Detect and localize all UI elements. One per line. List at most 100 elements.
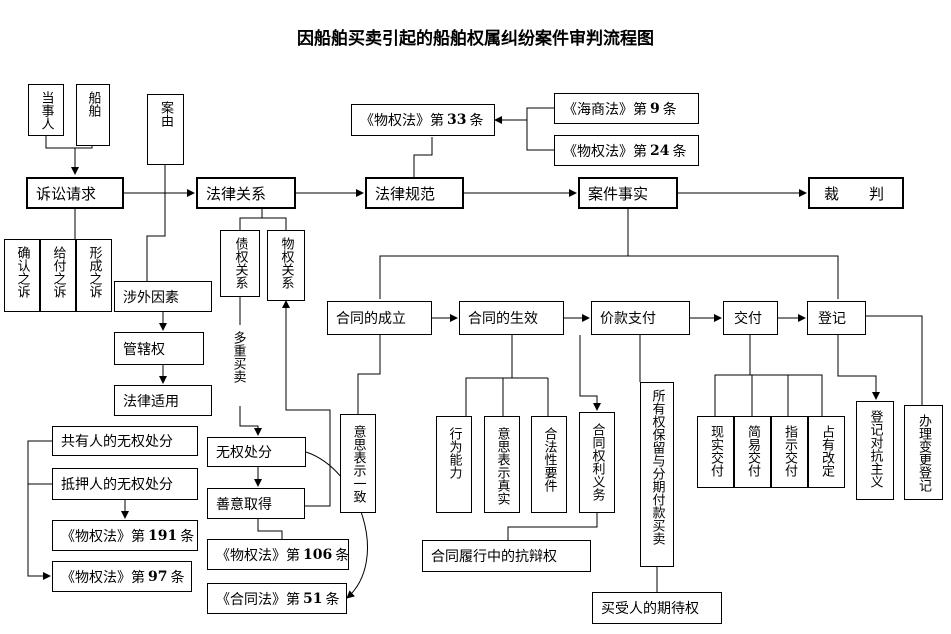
party-label: 当事人 [38, 91, 54, 130]
formation-box: 合同的成立 [327, 301, 432, 335]
contract51-suffix: 条 [325, 591, 340, 608]
defense-right-label: 合同履行中的抗辩权 [431, 549, 557, 565]
law-application-box: 法律适用 [114, 385, 212, 416]
formation-suit-label: 形成之诉 [86, 246, 102, 298]
registration-against-box: 登记对抗主义 [856, 401, 894, 500]
art191-prefix: 《物权法》第 [61, 528, 145, 545]
unauthorized-disposal-label: 无权处分 [216, 445, 272, 461]
co-owner-disposal-box: 共有人的无权处分 [52, 426, 198, 456]
foreign-factor-box: 涉外因素 [114, 281, 212, 312]
co-owner-disposal-label: 共有人的无权处分 [61, 434, 173, 450]
art97-suffix: 条 [170, 569, 185, 586]
property24-prefix: 《物权法》第 [563, 143, 647, 160]
consensus-label: 意思表示一致 [350, 425, 366, 503]
capacity-label: 行为能力 [446, 427, 462, 479]
art191-suffix: 条 [180, 528, 195, 545]
delivery-box: 交付 [723, 301, 778, 335]
payment-suit-label: 给付之诉 [50, 246, 66, 298]
confirm-suit-box: 确认之诉 [4, 239, 40, 312]
rights-obligations-box: 合同权利义务 [579, 412, 615, 513]
ship-box: 船舶 [76, 84, 110, 146]
effect-label: 合同的生效 [468, 311, 538, 327]
property33-suffix: 条 [469, 113, 484, 129]
case-facts-box: 案件事实 [578, 177, 678, 209]
formation-suit-box: 形成之诉 [76, 239, 112, 312]
case-facts-label: 案件事实 [588, 184, 649, 203]
formation-label: 合同的成立 [336, 311, 406, 327]
actual-delivery-box: 现实交付 [697, 416, 734, 488]
multiple-sale-label: 多重买卖 [230, 331, 246, 383]
multiple-sale-box: 多重买卖 [220, 325, 256, 406]
foreign-factor-label: 涉外因素 [123, 289, 179, 306]
property24-suffix: 条 [672, 143, 687, 160]
art97-box: 《物权法》第 97 条 [52, 561, 192, 592]
capacity-box: 行为能力 [436, 416, 472, 513]
property-relation-box: 物权关系 [267, 230, 305, 301]
indicated-delivery-label: 指示交付 [782, 425, 797, 477]
property33-box: 《物权法》第 33 条 [351, 104, 495, 136]
debt-relation-label: 债权关系 [232, 237, 248, 289]
indicated-delivery-box: 指示交付 [771, 416, 808, 488]
simple-delivery-label: 简易交付 [745, 425, 760, 477]
property33-prefix: 《物权法》第 [360, 113, 444, 129]
simple-delivery-box: 简易交付 [734, 416, 771, 488]
art106-box: 《物权法》第 106 条 [207, 539, 349, 570]
judgment-box: 裁 判 [808, 177, 904, 209]
contract51-box: 《合同法》第 51 条 [207, 583, 347, 614]
cause-box: 案由 [147, 94, 184, 165]
jurisdiction-box: 管辖权 [114, 332, 204, 365]
consensus-box: 意思表示一致 [340, 414, 376, 513]
buyer-expectancy-box: 买受人的期待权 [592, 592, 722, 624]
judgment-label: 裁 判 [824, 184, 885, 203]
registration-label: 登记 [818, 311, 846, 327]
unauthorized-disposal-box: 无权处分 [207, 437, 306, 467]
price-payment-box: 价款支付 [591, 301, 690, 335]
defense-right-box: 合同履行中的抗辩权 [422, 540, 591, 572]
legal-relation-box: 法律关系 [196, 177, 296, 209]
claim-label: 诉讼请求 [36, 184, 97, 203]
jurisdiction-label: 管辖权 [123, 341, 165, 358]
art106-prefix: 《物权法》第 [216, 547, 300, 564]
legal-relation-label: 法律关系 [206, 184, 267, 203]
constructive-delivery-label: 占有改定 [819, 425, 834, 477]
ship-label: 船舶 [85, 91, 101, 117]
legality-label: 合法性要件 [541, 427, 557, 492]
maritime9-prefix: 《海商法》第 [563, 101, 647, 118]
mortgagor-disposal-box: 抵押人的无权处分 [52, 468, 198, 500]
art106-suffix: 条 [335, 547, 350, 564]
registration-box: 登记 [807, 301, 866, 335]
art106-num: 106 [303, 546, 333, 563]
art97-prefix: 《物权法》第 [61, 569, 145, 586]
cause-label: 案由 [158, 101, 173, 127]
title-retention-label: 所有权保留与分期付款买卖 [649, 389, 665, 545]
payment-suit-box: 给付之诉 [40, 239, 76, 312]
art97-num: 97 [148, 568, 168, 585]
legal-norm-box: 法律规范 [365, 177, 464, 209]
mortgagor-disposal-label: 抵押人的无权处分 [61, 477, 173, 493]
maritime9-box: 《海商法》第 9 条 [554, 93, 699, 124]
art191-num: 191 [148, 527, 178, 544]
property33-num: 33 [447, 112, 467, 128]
constructive-delivery-box: 占有改定 [808, 416, 845, 488]
confirm-suit-label: 确认之诉 [14, 246, 30, 298]
law-application-label: 法律适用 [123, 393, 179, 410]
price-payment-label: 价款支付 [600, 311, 656, 327]
rights-obligations-label: 合同权利义务 [589, 423, 605, 501]
contract51-num: 51 [303, 590, 323, 607]
maritime9-suffix: 条 [662, 101, 677, 118]
property24-box: 《物权法》第 24 条 [554, 135, 699, 166]
art191-box: 《物权法》第 191 条 [52, 520, 198, 551]
true-intent-box: 意思表示真实 [484, 416, 520, 513]
effect-box: 合同的生效 [459, 301, 564, 335]
legality-box: 合法性要件 [531, 416, 567, 513]
actual-delivery-label: 现实交付 [708, 425, 723, 477]
claim-box: 诉讼请求 [26, 177, 124, 209]
good-faith-box: 善意取得 [207, 488, 305, 519]
property-relation-label: 物权关系 [278, 237, 294, 289]
change-registration-label: 办理变更登记 [916, 414, 931, 492]
good-faith-label: 善意取得 [216, 496, 272, 513]
buyer-expectancy-label: 买受人的期待权 [601, 601, 699, 617]
registration-against-label: 登记对抗主义 [867, 410, 883, 488]
true-intent-label: 意思表示真实 [494, 427, 510, 505]
